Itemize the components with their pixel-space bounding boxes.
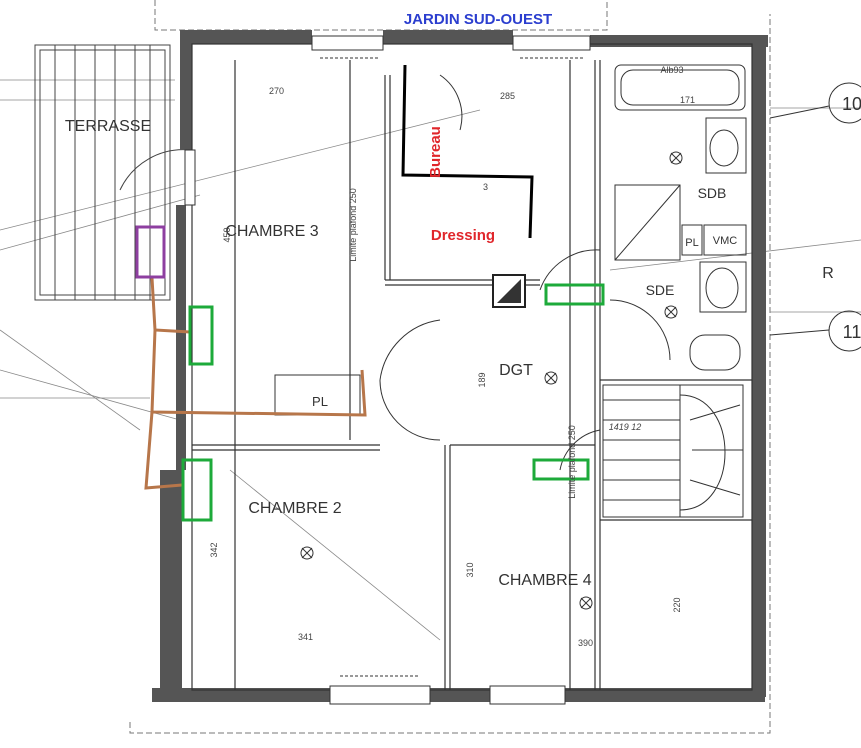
markup-purple-box xyxy=(135,225,166,279)
room-label-bathroom: SDB xyxy=(698,185,727,201)
dimension-450: 450 xyxy=(222,227,232,242)
stairs-ref-label: 1419 12 xyxy=(609,422,642,432)
ceiling-limit-label-1: Limite plafond 250 xyxy=(348,188,358,262)
label-cupboard-bedroom3: PL xyxy=(312,394,328,409)
terrace xyxy=(34,44,191,301)
interior-walls xyxy=(191,43,753,691)
room-label-bedroom-2: CHAMBRE 2 xyxy=(248,500,341,517)
dimension-220: 220 xyxy=(672,597,682,612)
dimension-3: 3 xyxy=(483,182,488,192)
markup-office-partition xyxy=(401,64,534,239)
markup-cable-run xyxy=(144,277,367,490)
room-label-shower-room: SDE xyxy=(646,282,675,298)
label-cupboard-bath: PL xyxy=(685,237,698,249)
label-vmc: VMC xyxy=(713,235,738,247)
dimension-285: 285 xyxy=(500,91,515,101)
section-markers xyxy=(769,82,861,352)
dimension-390: 390 xyxy=(578,638,593,648)
property-boundary xyxy=(129,0,771,734)
markup-office-label: Bureau xyxy=(427,126,444,178)
section-marker-10: 10 xyxy=(842,94,861,114)
construction-lines xyxy=(0,79,861,641)
room-label-bedroom-4: CHAMBRE 4 xyxy=(498,572,591,589)
garden-label: JARDIN SUD-OUEST xyxy=(404,11,552,28)
windows xyxy=(184,35,591,705)
bathroom-fixtures xyxy=(614,64,747,371)
dimension-310: 310 xyxy=(465,562,475,577)
ceiling-lights xyxy=(300,151,683,610)
dimension-189: 189 xyxy=(477,372,487,387)
room-label-landing: DGT xyxy=(499,362,533,379)
dimension-341: 341 xyxy=(298,632,313,642)
ceiling-limit-label-2: Limite plafond 250 xyxy=(567,425,577,499)
markup-dressing-label: Dressing xyxy=(431,227,495,244)
room-label-terrace: TERRASSE xyxy=(65,118,151,135)
edge-letters: R xyxy=(822,265,834,282)
staircase xyxy=(602,384,744,518)
door-swings xyxy=(379,74,671,471)
dimension-270: 270 xyxy=(269,86,284,96)
dimension-342: 342 xyxy=(209,542,219,557)
duct-shaft xyxy=(492,274,526,308)
markup-green-boxes xyxy=(181,283,605,522)
section-marker-11: 11 xyxy=(843,322,861,342)
bath-model-label: Alb93 xyxy=(660,65,683,75)
room-label-bedroom-3: CHAMBRE 3 xyxy=(225,223,318,240)
dimension-171: 171 xyxy=(680,95,695,105)
